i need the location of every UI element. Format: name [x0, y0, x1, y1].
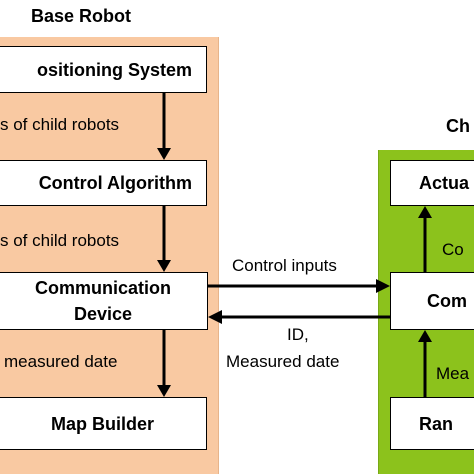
- range-sensor-box: Ran: [390, 397, 474, 450]
- arrowhead-positioning-to-control: [157, 148, 171, 160]
- communication-to-map-label: measured date: [4, 352, 118, 371]
- measured-date-label: Measured date: [226, 352, 340, 371]
- child-communication-box: Com: [390, 272, 474, 330]
- communication-device-label-line1: Communication: [34, 278, 171, 298]
- positioning-to-control-label: s of child robots: [0, 115, 120, 134]
- control-algorithm-box: Control Algorithm: [0, 160, 207, 206]
- child-communication-label: Com: [427, 291, 467, 311]
- child-upper-arrow-label: Co: [442, 240, 464, 259]
- communication-device-label-line2: Device: [73, 304, 133, 324]
- child-robot-title: Ch: [446, 116, 470, 136]
- id-label-line1: ID,: [287, 325, 309, 344]
- control-algorithm-label: Control Algorithm: [38, 173, 192, 193]
- range-sensor-label: Ran: [419, 413, 454, 434]
- arrowhead-child-communication-to-actuator: [418, 206, 432, 218]
- map-builder-label: Map Builder: [50, 413, 154, 434]
- arrowhead-id-measured-date: [208, 310, 222, 324]
- positioning-system-label: ositioning System: [36, 59, 192, 80]
- arrowhead-control-inputs: [376, 279, 390, 293]
- communication-device-box: Communication Device: [0, 272, 208, 330]
- child-lower-arrow-label: Mea: [436, 364, 470, 383]
- positioning-system-box: ositioning System: [0, 46, 207, 93]
- actuator-box: Actua: [390, 160, 474, 206]
- arrowhead-range-to-child-communication: [418, 330, 432, 342]
- base-robot-title: Base Robot: [31, 6, 132, 26]
- actuator-label: Actua: [419, 173, 470, 193]
- control-to-communication-label: s of child robots: [0, 231, 120, 250]
- arrowhead-communication-to-map: [157, 385, 171, 397]
- map-builder-box: Map Builder: [0, 397, 207, 450]
- arrowhead-control-to-communication: [157, 260, 171, 272]
- control-inputs-label: Control inputs: [232, 256, 337, 275]
